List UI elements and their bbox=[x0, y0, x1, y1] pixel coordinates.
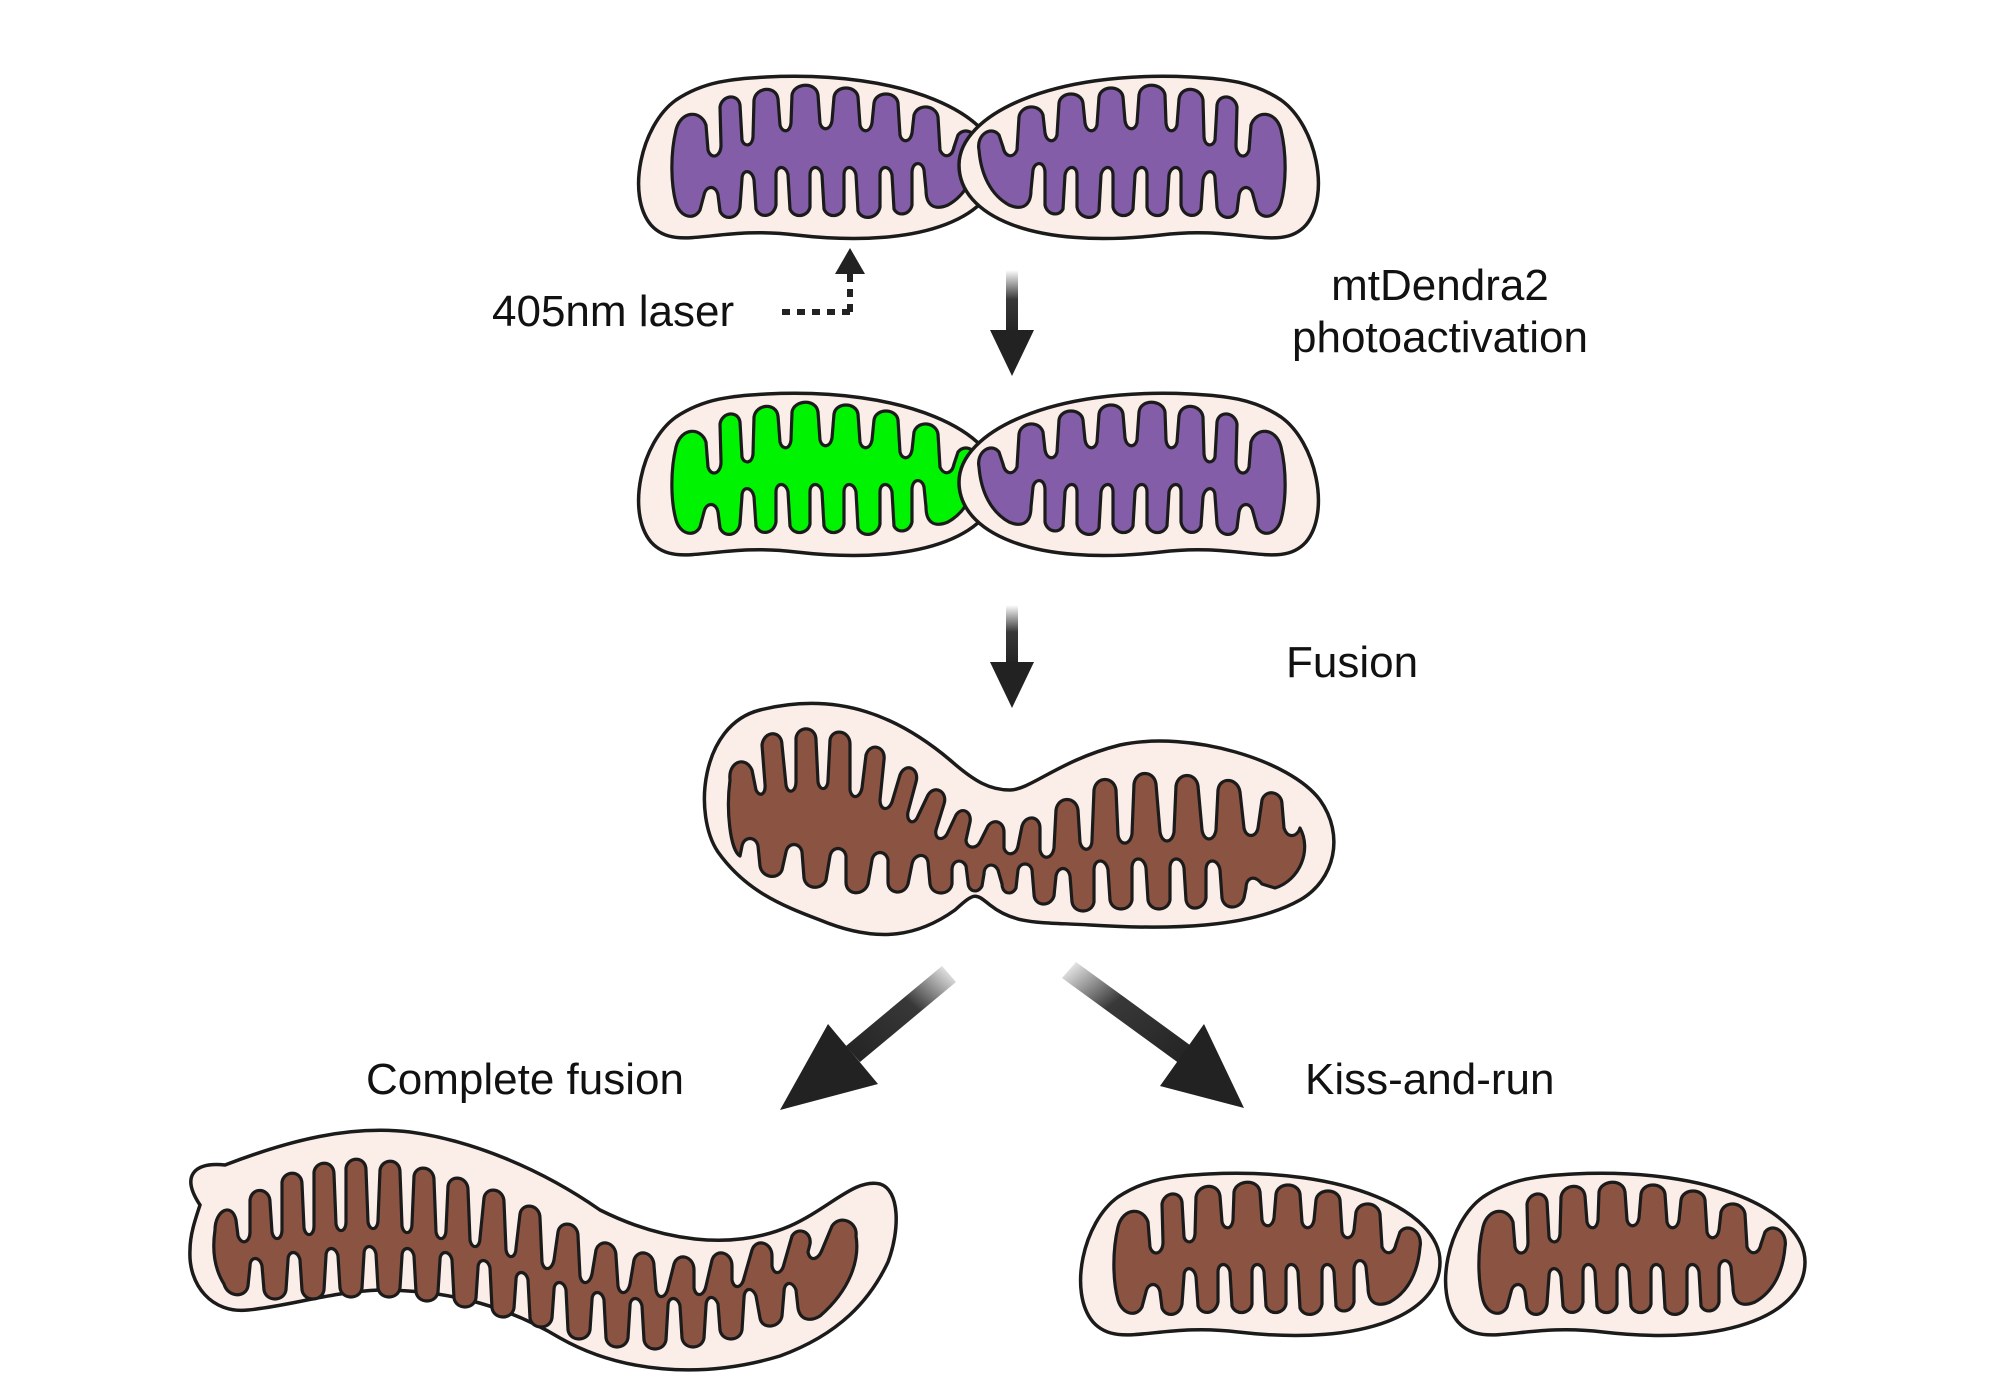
photoactivation-label: mtDendra2 photoactivation bbox=[1250, 260, 1630, 364]
brown-matrix bbox=[1477, 1180, 1787, 1316]
mitochondrion-middle-right bbox=[957, 391, 1321, 558]
purple-matrix bbox=[670, 83, 980, 219]
fusion-label: Fusion bbox=[1286, 638, 1419, 687]
mitochondrion-fused bbox=[702, 701, 1336, 937]
photoactivation-label-line1: mtDendra2 bbox=[1331, 261, 1549, 310]
mitochondrion-kiss-and-run-right bbox=[1443, 1171, 1807, 1338]
arrow-down-fusion bbox=[990, 605, 1034, 708]
mitochondrion-kiss-and-run-left bbox=[1078, 1171, 1442, 1338]
mitochondrion-complete-fusion bbox=[188, 1128, 898, 1372]
brown-matrix-complete bbox=[212, 1157, 859, 1351]
mitochondrion-top-left bbox=[636, 74, 1000, 241]
laser-label: 405nm laser bbox=[492, 287, 735, 336]
mitochondrion-top-right bbox=[957, 74, 1321, 241]
brown-matrix-fused bbox=[726, 727, 1307, 913]
purple-matrix bbox=[977, 83, 1287, 219]
green-matrix bbox=[670, 400, 980, 536]
brown-matrix bbox=[1112, 1180, 1422, 1316]
kiss-and-run-label: Kiss-and-run bbox=[1305, 1055, 1555, 1104]
arrow-to-kiss-and-run bbox=[1062, 962, 1244, 1108]
mitochondrion-green-photoactivated bbox=[636, 391, 1000, 558]
photoactivation-label-line2: photoactivation bbox=[1292, 313, 1588, 362]
complete-fusion-label: Complete fusion bbox=[366, 1055, 684, 1104]
arrow-to-complete-fusion bbox=[780, 966, 956, 1110]
arrow-down-photoactivation bbox=[990, 270, 1034, 376]
laser-arrow bbox=[782, 248, 865, 315]
purple-matrix bbox=[977, 400, 1287, 536]
